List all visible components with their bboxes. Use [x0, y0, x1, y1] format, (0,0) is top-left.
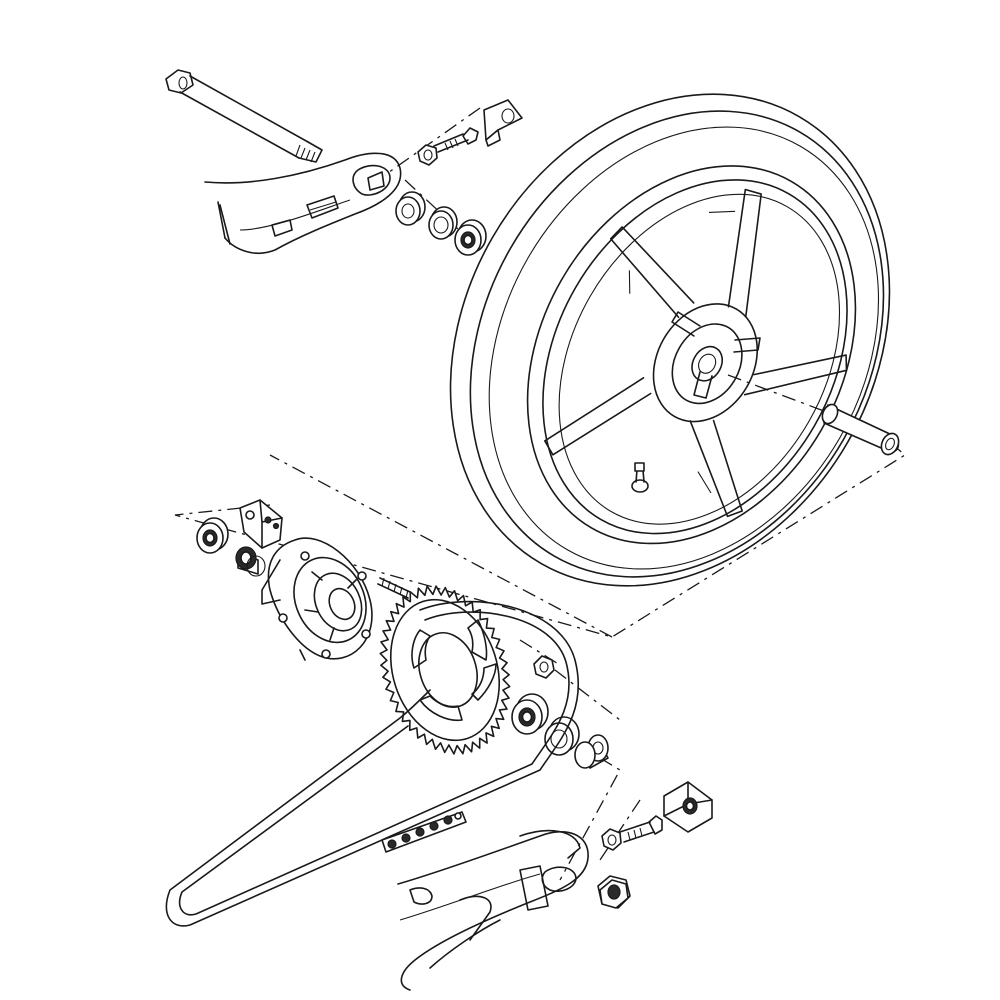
- swingarm-left: [204, 152, 402, 254]
- damper-collar: [235, 546, 266, 577]
- sprocket-stud: [377, 577, 411, 599]
- rear-wheel-tire: [449, 93, 891, 587]
- sprocket-nut: [533, 655, 555, 679]
- damper-bearing: [196, 517, 229, 554]
- carrier-spacer: [574, 734, 609, 769]
- assembly-centerlines: [174, 107, 907, 881]
- adjuster-bolt: [433, 127, 479, 153]
- rear-axle: [165, 69, 323, 163]
- rear-sprocket: [379, 585, 511, 755]
- chain-adjuster-left: [483, 99, 523, 147]
- chain-puller-block: [239, 499, 283, 549]
- swingarm-right: [397, 829, 589, 991]
- chain-master-link: [381, 811, 467, 853]
- adjuster-locknut: [417, 144, 438, 166]
- adjuster-locknut-right: [601, 828, 622, 851]
- adjuster-bolt-right: [619, 815, 663, 843]
- wheel-hub-detail: [671, 311, 761, 399]
- wheel-bearing-left: [454, 219, 487, 256]
- wheel-spacer-left: [395, 191, 426, 226]
- drive-chain: [165, 600, 580, 927]
- oil-seal-left: [428, 206, 458, 240]
- carrier-bearing: [511, 693, 549, 735]
- sprocket-carrier: [261, 537, 373, 661]
- axle-collar: [821, 403, 900, 456]
- axle-nut: [597, 875, 631, 909]
- chain-adjuster-right: [663, 781, 713, 833]
- valve-stem: [631, 462, 649, 493]
